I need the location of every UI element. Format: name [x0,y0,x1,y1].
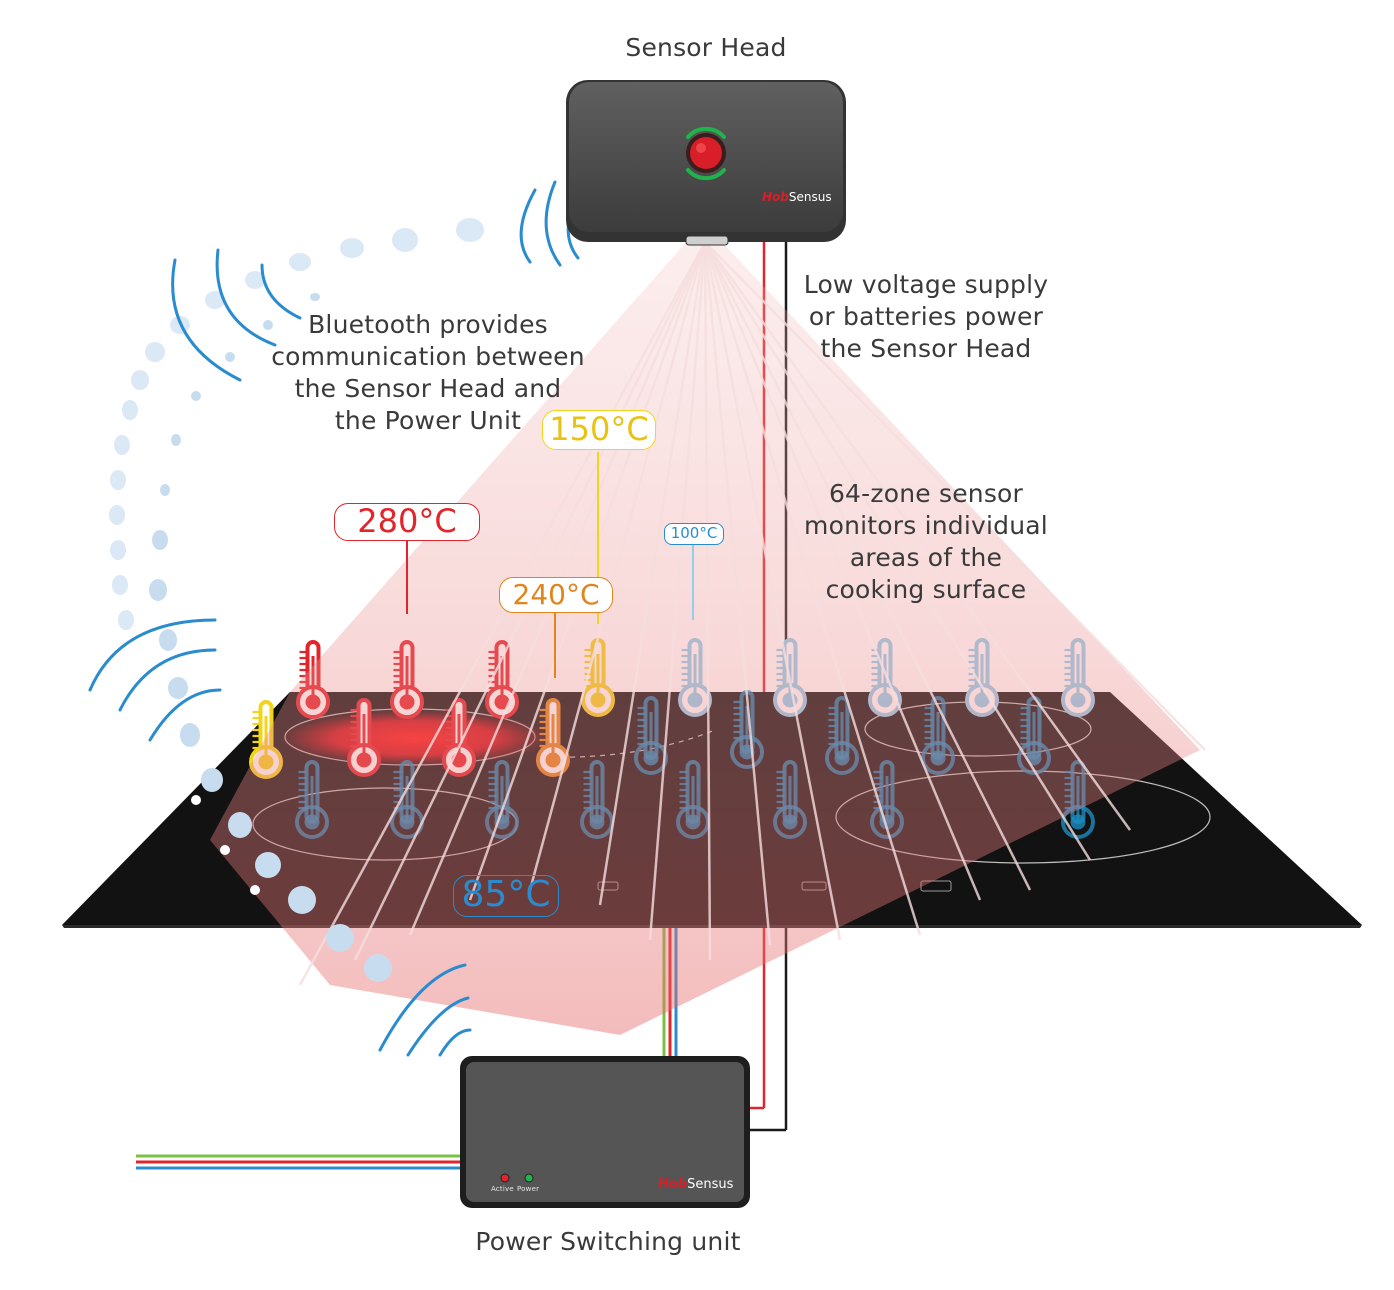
sensor-ray [528,241,707,891]
sensor-ray [598,241,707,906]
low-voltage-label: Low voltage supply or batteries power th… [803,270,1049,363]
active-indicator-label: Active [491,1185,514,1193]
bluetooth-dot [326,924,354,952]
sensor-ray [703,241,712,961]
bluetooth-dot [114,435,130,455]
bluetooth-dot [168,677,188,699]
status-arc-icon [686,168,726,181]
bluetooth-dot [201,768,223,792]
bluetooth-wave-icon [171,258,242,382]
power-led-icon [524,1173,534,1183]
bluetooth-dot [225,352,235,362]
sensor-ray [703,241,772,946]
bluetooth-signal [88,180,580,1057]
bluetooth-dot [392,228,418,252]
bluetooth-wave-icon [215,248,277,347]
sensor-ray [468,241,707,901]
bluetooth-dot [160,484,170,496]
bluetooth-dot [289,253,311,271]
bluetooth-dot [364,954,392,982]
sensor-ray [703,241,922,936]
bluetooth-wave-icon [544,180,562,267]
bluetooth-dot [255,852,281,878]
bluetooth-dot [340,238,364,258]
bluetooth-dot [122,400,138,420]
sensor-ray [298,241,707,986]
bluetooth-dot [145,342,165,362]
temperature-badge-100: 100°C [664,523,724,545]
status-arc-icon [686,126,726,139]
bluetooth-wave-icon [438,1028,472,1057]
bluetooth-wave-icon [260,263,302,320]
bluetooth-dot [205,291,225,309]
active-led-icon [500,1173,510,1183]
power-unit-label: Power Switching unit [475,1227,741,1256]
bluetooth-dot [310,293,320,301]
bluetooth-dot [228,812,252,838]
sensor-ray [704,241,1206,751]
bluetooth-dot [456,218,484,242]
bluetooth-label: Bluetooth provides communication between… [271,310,585,435]
bluetooth-dot [220,845,230,855]
bluetooth-wave-icon [118,648,217,712]
sensor-ray [703,241,1032,891]
bluetooth-dot [110,540,126,560]
bluetooth-wave-icon [406,996,470,1057]
bluetooth-dot [159,629,177,651]
bluetooth-dot [288,886,316,914]
bluetooth-dot [250,885,260,895]
temperature-badge-280: 280°C [334,503,480,541]
temperature-badge-150: 150°C [542,410,656,450]
bluetooth-dot [191,795,201,805]
sensor-ray [703,241,842,941]
sensor-rays [298,241,1206,986]
bluetooth-dot [171,434,181,446]
power-indicator-label: Power [517,1185,540,1193]
bluetooth-wave-icon [88,618,217,692]
power-unit-brand-logo: HobSensus [658,1177,734,1192]
sensor-ray [703,241,982,901]
temperature-badge-85: 85°C [453,875,559,917]
sensor-head-brand-logo: HobSensus [762,190,832,204]
bluetooth-dot [131,370,149,390]
sensor-ray [703,241,1132,831]
bluetooth-dot [109,505,125,525]
bluetooth-dot [263,320,273,330]
bluetooth-dot [112,575,128,595]
bluetooth-dot [152,530,168,550]
bluetooth-dot [245,271,265,289]
bluetooth-dot [118,610,134,630]
bluetooth-wave-icon [519,188,537,264]
bluetooth-dot [180,723,200,747]
sensor-ray [703,241,1092,861]
sensor-head-device [566,80,846,246]
bluetooth-wave-icon [378,963,467,1052]
bluetooth-dot [110,470,126,490]
sensor-ray [648,241,707,941]
sensor-head-label: Sensor Head [625,33,787,62]
bluetooth-dot [191,391,201,401]
bluetooth-wave-icon [148,688,222,742]
zone-sensor-label: 64-zone sensor monitors individual areas… [804,479,1048,604]
temperature-badge-240: 240°C [499,577,613,613]
power-unit-device [460,1056,750,1208]
bluetooth-dot [149,579,167,601]
